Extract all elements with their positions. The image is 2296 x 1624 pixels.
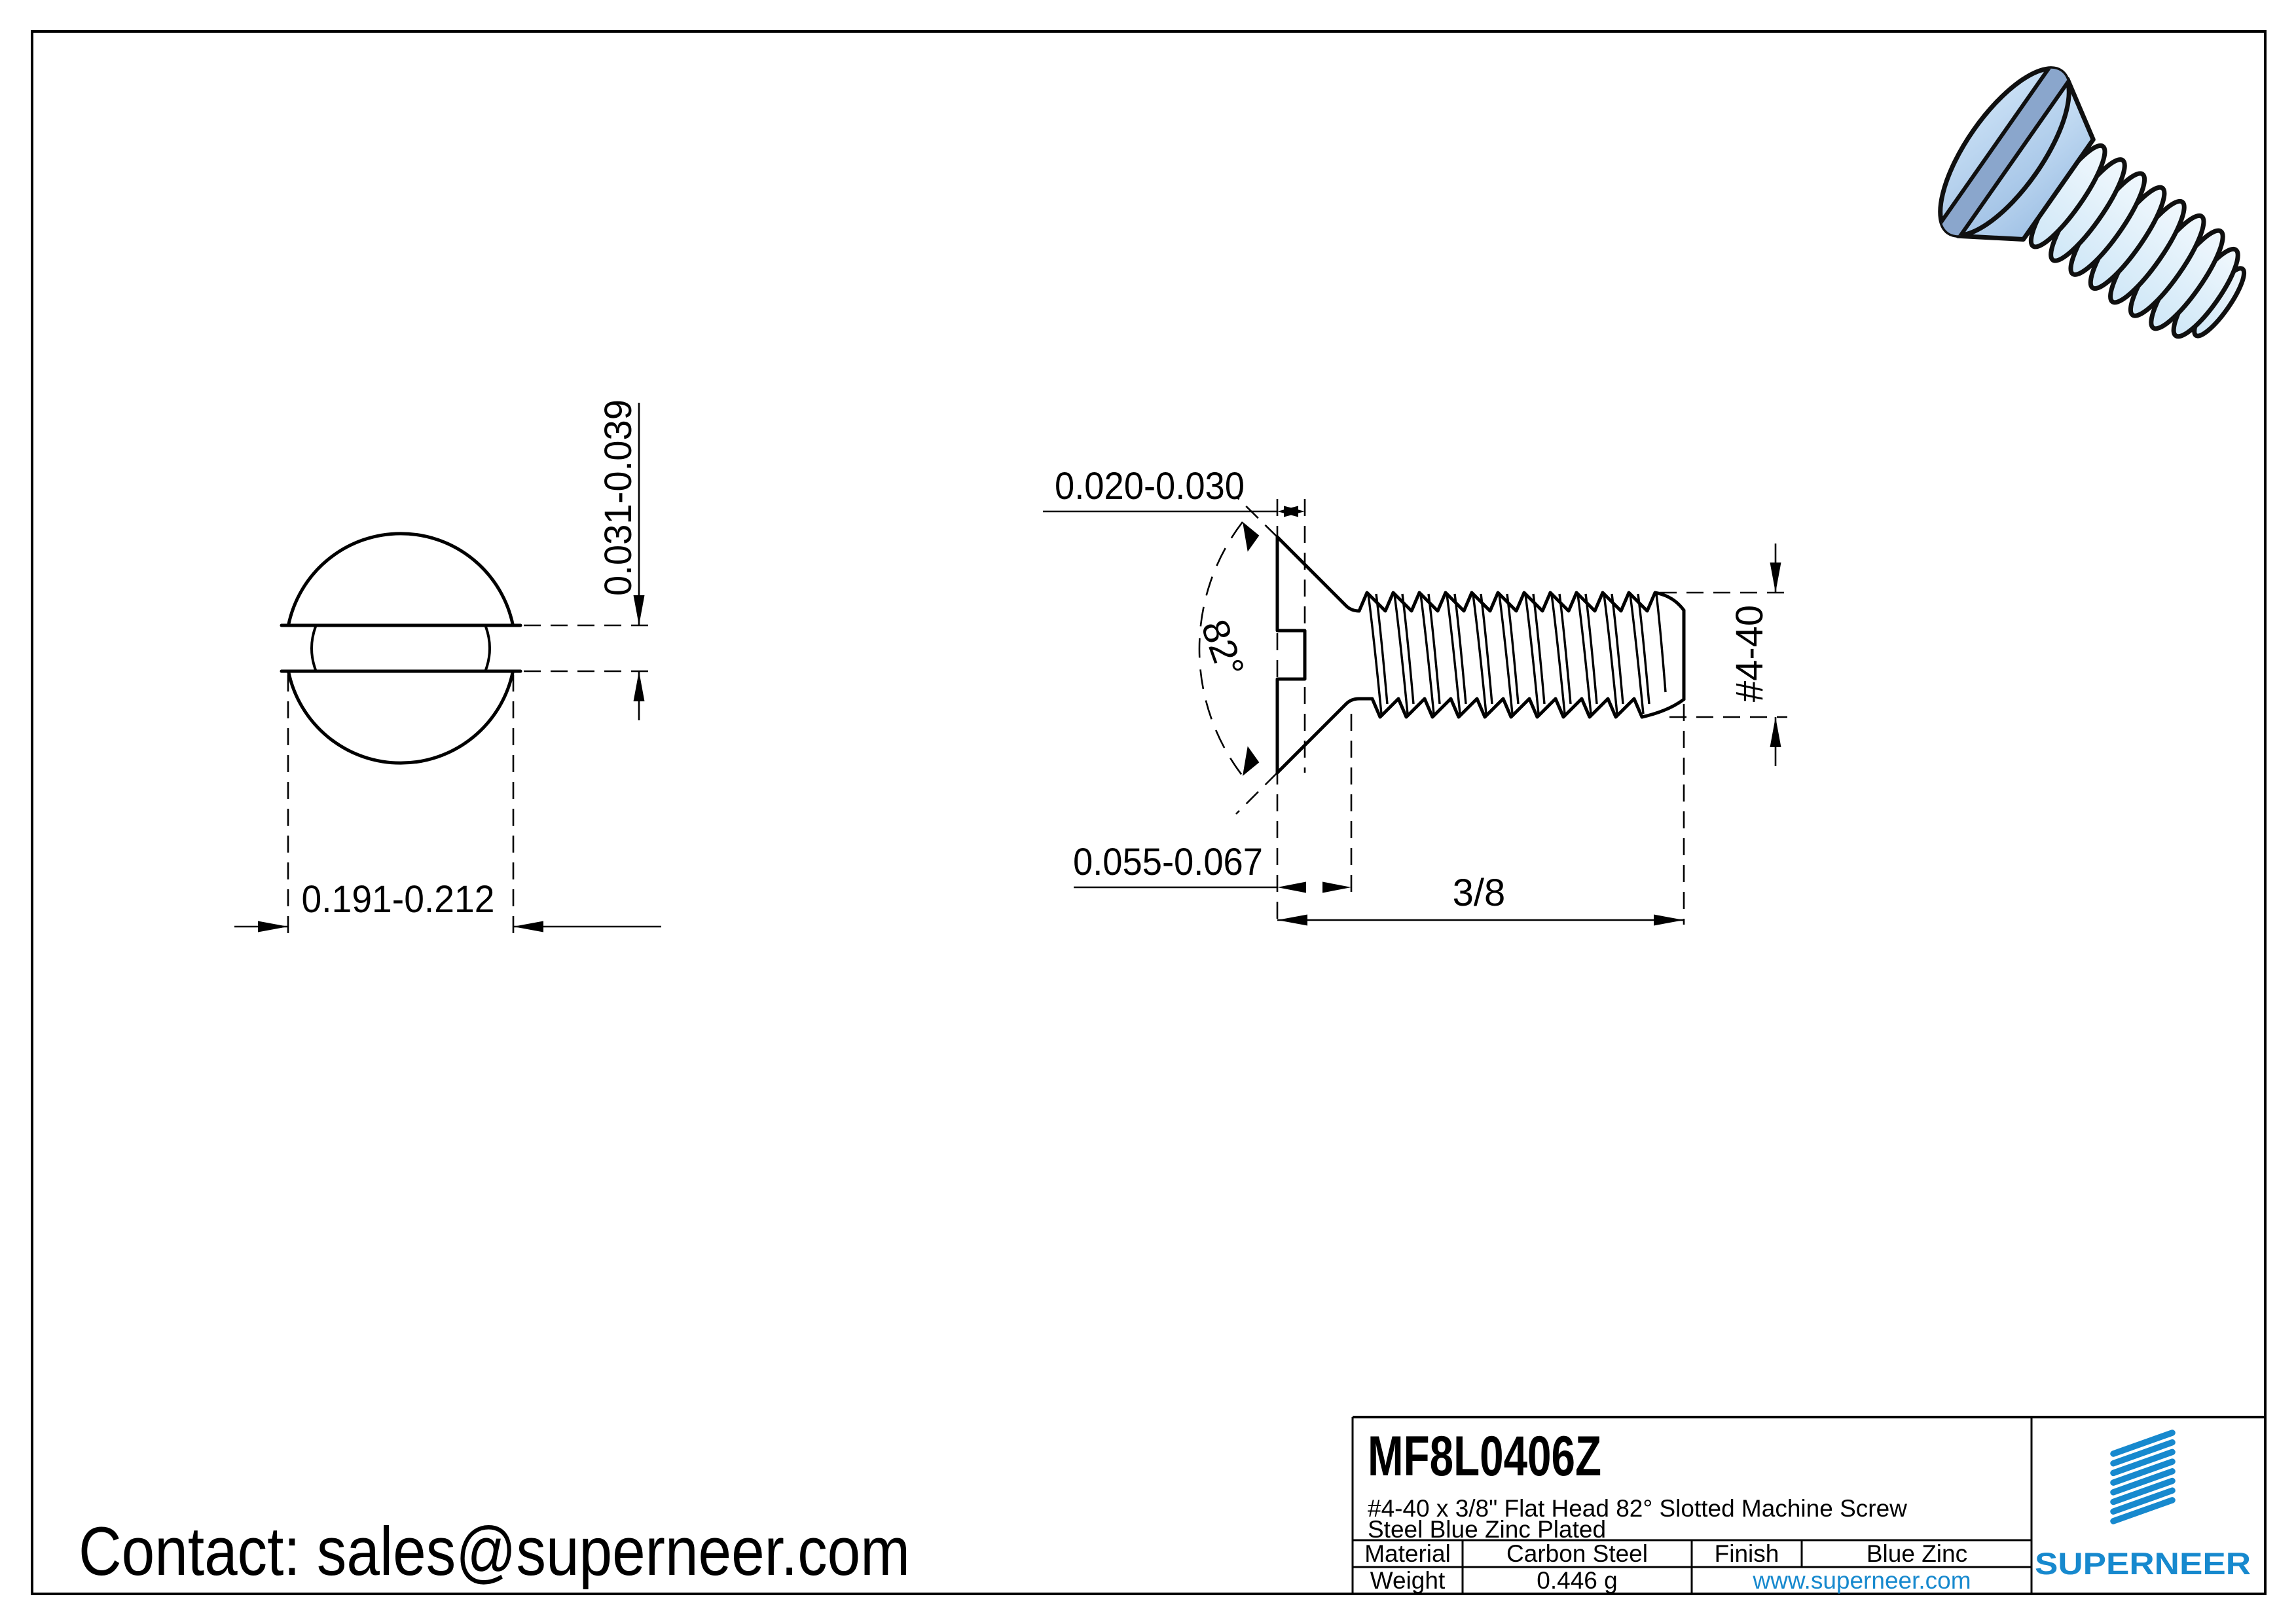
finish-label: Finish [1715,1540,1779,1567]
angle-arc [1198,521,1244,777]
head-left-face [1275,535,1307,775]
head-bottom-arc [287,669,515,765]
slot-floor-right-arc [484,625,491,671]
angle-arrowhead-top [1243,522,1260,552]
brand-name: SUPERNEER [2035,1546,2251,1581]
slot-depth-label: 0.020-0.030 [1055,465,1245,507]
arrowhead-up [633,671,645,701]
description-line2: Steel Blue Zinc Plated [1368,1516,1606,1543]
weight-label: Weight [1370,1567,1446,1594]
logo-diagonal-lines [2110,1430,2176,1524]
side-view: 0.020-0.030 82° 0.055-0.067 3/8 #4-40 [1043,465,1787,926]
arrowhead-bowtie-right2 [1322,881,1351,893]
thread-flank-lines-b [1375,593,1650,705]
page-border [31,30,2267,1595]
head-cone-bottom [1275,697,1361,775]
contact-email[interactable]: Contact: sales@superneer.com [79,1513,910,1590]
head-cone-top [1275,535,1361,613]
render-threads [2028,143,2247,339]
arrowhead-length-right [1654,914,1684,926]
slot-floor-left-arc [310,625,317,671]
finish-value: Blue Zinc [1867,1540,1967,1567]
render-slot-band [1938,64,2071,240]
material-label: Material [1364,1540,1451,1567]
front-view: 0.031-0.039 0.191-0.212 [234,399,661,942]
screw-3d-render [1936,62,2247,339]
weight-value: 0.446 g [1537,1567,1617,1594]
website-link[interactable]: www.superneer.com [1752,1567,1971,1594]
title-block: MF8L0406Z #4-40 x 3/8" Flat Head 82° Slo… [1351,1416,2265,1594]
arrowhead-right [258,921,288,932]
thread-disc [2108,198,2187,305]
render-slot [1936,62,2073,242]
thread-disc [2149,228,2225,331]
head-diameter-label: 0.191-0.212 [302,878,495,921]
thread-length-label: 3/8 [1453,872,1506,914]
thread-flank-lines-a [1367,593,1667,714]
arrowhead-left [513,921,543,932]
render-slot-edge [1956,76,2073,242]
arrowhead-thread-up [1770,717,1781,747]
thread-disc [2128,213,2206,318]
thread-disc [2171,246,2240,339]
arrowhead-length-left [1277,914,1307,926]
superneer-logo-icon [2110,1430,2176,1524]
countersink-angle-label: 82° [1193,614,1252,683]
cone-ext-top [1235,496,1278,538]
thread-disc-tip [2192,266,2247,339]
head-top-arc [287,532,515,627]
thread-profile-bottom [1357,697,1686,719]
arrowhead-down [633,595,645,625]
render-slot-edge [1936,62,2054,228]
description-line1: #4-40 x 3/8" Flat Head 82° Slotted Machi… [1368,1495,1907,1522]
head-height-label: 0.055-0.067 [1073,841,1263,883]
thread-profile-top [1357,591,1686,613]
part-number: MF8L0406Z [1368,1425,1601,1488]
arrowhead-bowtie-right [1284,506,1305,517]
material-value: Carbon Steel [1506,1540,1648,1567]
cone-ext-bottom [1235,772,1278,815]
arrowhead-thread-down [1770,563,1781,593]
slot-width-label: 0.031-0.039 [597,399,640,596]
arrowhead-bowtie-left2 [1277,881,1306,893]
angle-arrowhead-bottom [1243,746,1260,776]
thread-size-label: #4-40 [1728,605,1771,702]
